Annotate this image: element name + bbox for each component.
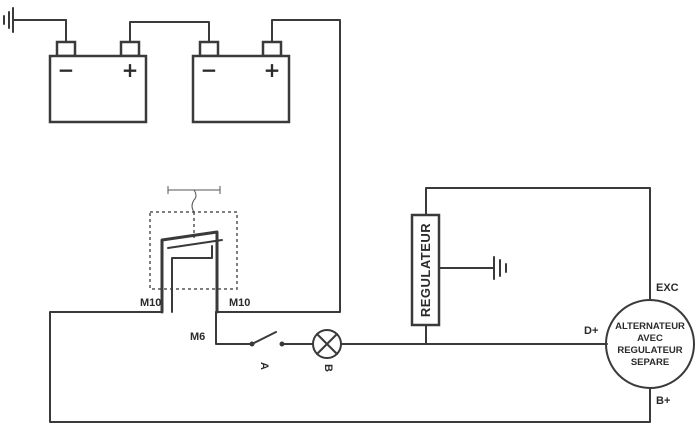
wire-battery-to-relay [215,19,341,313]
alternator-line-1: ALTERNATEUR [615,321,685,332]
alternator-d-plus-label: D+ [584,325,598,337]
battery-1: − + [48,40,148,124]
regulator: REGULATEUR [410,187,651,345]
alternator: ALTERNATEUR AVEC REGULATEUR SEPARE EXC D… [584,282,695,407]
alternator-line-3: REGULATEUR [617,345,682,356]
battery-1-plus: + [122,58,139,82]
alternator-line-4: SEPARE [631,357,669,368]
wire-coil-to-switch [215,311,253,345]
battery-1-minus: − [58,58,75,82]
relay-left-terminal-label: M10 [140,297,161,309]
relay-right-terminal-label: M10 [229,297,250,309]
wire-battery-link [129,21,210,43]
lamp: B [312,329,342,372]
lamp-label: B [322,364,334,372]
regulator-label: REGULATEUR [418,223,433,317]
alternator-exc-label: EXC [656,282,679,294]
battery-2-minus: − [201,58,218,82]
relay: M10 M10 M6 [140,186,250,343]
battery-2: − + [191,40,291,124]
battery-2-plus: + [264,58,281,82]
alternator-b-plus-label: B+ [656,395,670,407]
alternator-line-2: AVEC [637,333,663,344]
switch-label: A [258,362,270,370]
wire-relay-to-b-plus [49,311,651,423]
switch: A [249,331,285,370]
ground-symbol-top-left [3,7,67,43]
relay-coil-terminal-label: M6 [190,331,205,343]
